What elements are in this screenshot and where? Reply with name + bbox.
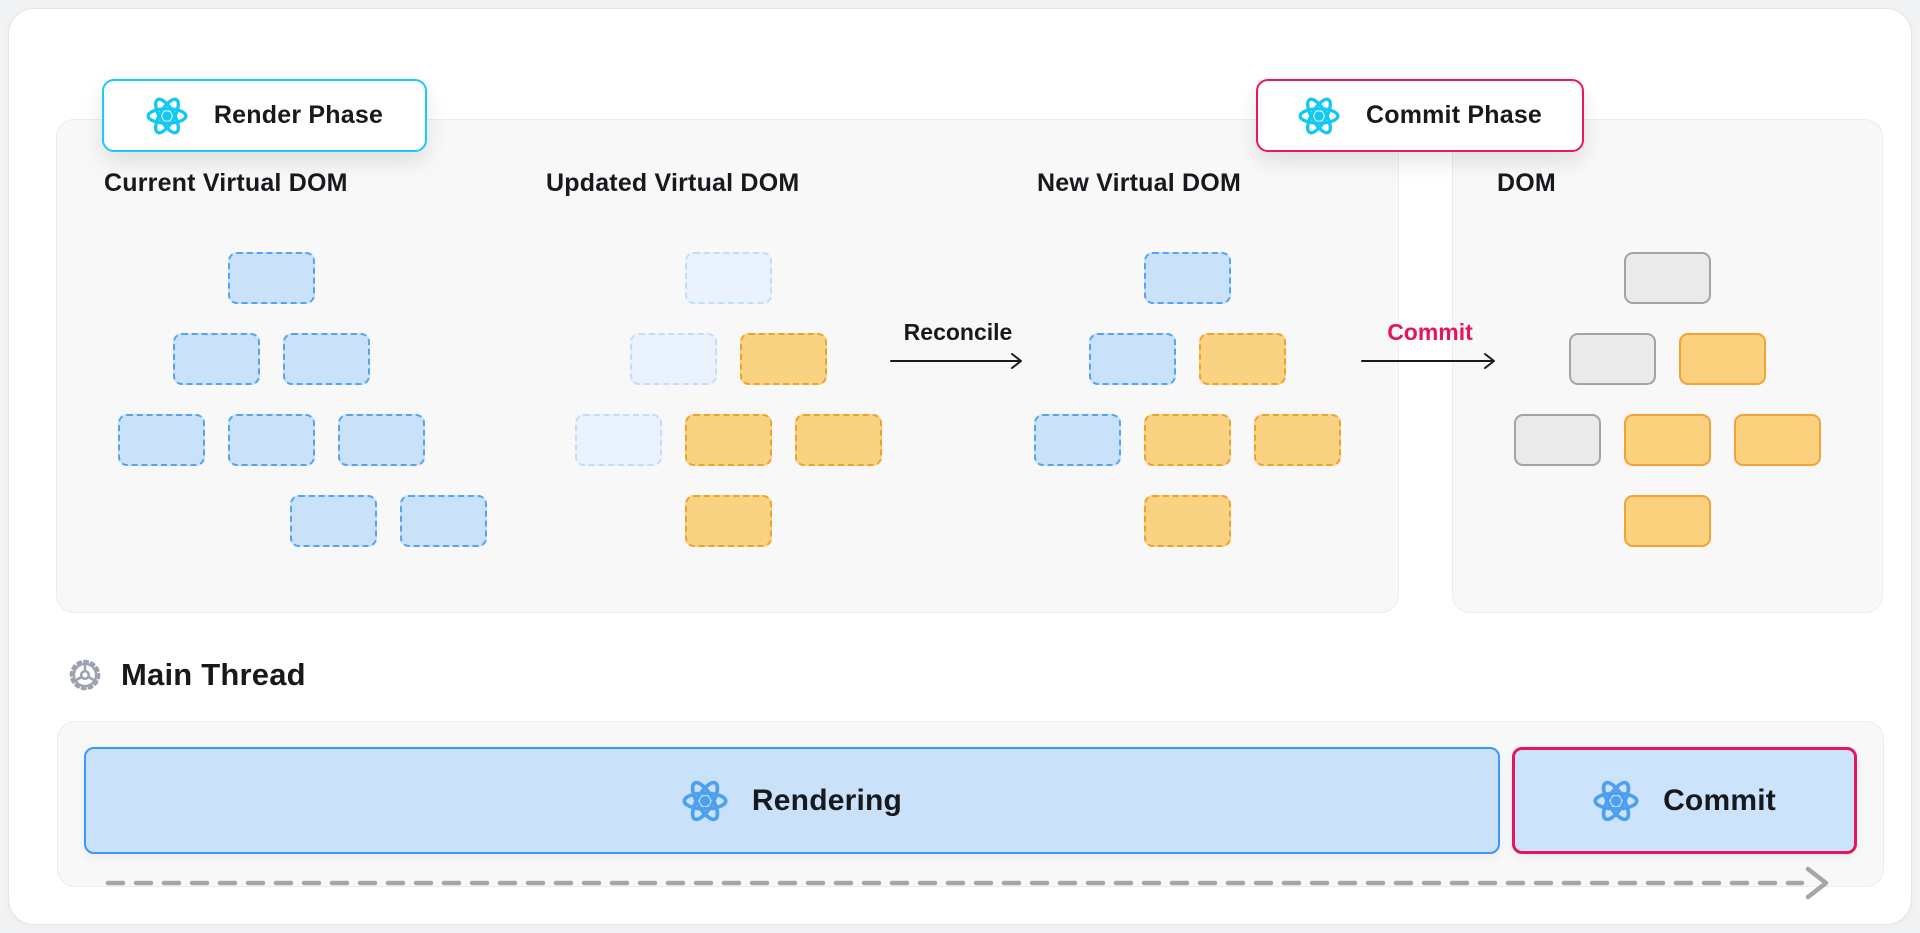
tree-node-blue <box>117 414 205 466</box>
diagram-card: Render Phase Commit Phase Current Virtua… <box>8 8 1912 925</box>
rendering-timeline-block: Rendering <box>84 747 1500 854</box>
commit-phase-badge: Commit Phase <box>1256 79 1584 152</box>
tree-node-blue <box>289 495 377 547</box>
tree-row <box>289 495 487 547</box>
reconcile-label: Reconcile <box>903 319 1013 345</box>
tree-node-blue <box>1033 414 1121 466</box>
right-arrow-icon <box>1361 353 1495 369</box>
tree-node-orange <box>1143 495 1231 547</box>
tree-row <box>629 333 827 385</box>
current-vdom-title: Current Virtual DOM <box>104 169 348 197</box>
dom-tree <box>1447 252 1887 547</box>
tree-node-blue <box>399 495 487 547</box>
time-axis-dashed-arrow <box>105 866 1829 900</box>
tree-node-faded <box>684 252 772 304</box>
commit-block-label: Commit <box>1663 783 1776 817</box>
tree-row <box>1033 414 1341 466</box>
tree-node-blue <box>227 252 315 304</box>
tree-node-gray-solid <box>1623 252 1711 304</box>
current-vdom-tree <box>51 252 491 547</box>
tree-node-orange <box>1253 414 1341 466</box>
right-arrow-icon <box>890 353 1022 369</box>
commit-arrow-label: Commit <box>1387 319 1473 345</box>
dom-title: DOM <box>1497 169 1556 197</box>
tree-node-gray-solid <box>1513 414 1601 466</box>
tree-node-orange <box>1143 414 1231 466</box>
new-vdom-tree <box>967 252 1407 547</box>
tree-row <box>1623 252 1711 304</box>
tree-node-faded <box>629 333 717 385</box>
commit-phase-label: Commit Phase <box>1365 101 1543 129</box>
main-thread-label: Main Thread <box>121 657 306 692</box>
rendering-block-label: Rendering <box>751 783 903 817</box>
tree-node-orange-solid <box>1623 414 1711 466</box>
tree-node-blue <box>337 414 425 466</box>
react-icon <box>146 97 188 134</box>
tree-row <box>684 495 772 547</box>
react-icon <box>1298 97 1340 134</box>
tree-node-blue <box>172 333 260 385</box>
tree-row <box>574 414 882 466</box>
react-icon <box>682 780 728 821</box>
tree-node-orange-solid <box>1678 333 1766 385</box>
tree-node-blue <box>1088 333 1176 385</box>
tree-row <box>1143 495 1231 547</box>
commit-timeline-block: Commit <box>1512 747 1857 854</box>
tree-node-orange <box>684 414 772 466</box>
tree-row <box>227 252 315 304</box>
tree-node-blue <box>282 333 370 385</box>
react-icon <box>1593 780 1639 821</box>
tree-node-gray-solid <box>1568 333 1656 385</box>
updated-vdom-tree <box>508 252 948 547</box>
tree-row <box>1513 414 1821 466</box>
tree-row <box>1088 333 1286 385</box>
tree-node-orange <box>1198 333 1286 385</box>
gear-icon <box>69 659 101 691</box>
tree-node-orange <box>684 495 772 547</box>
updated-vdom-title: Updated Virtual DOM <box>546 169 800 197</box>
tree-node-orange <box>739 333 827 385</box>
tree-row <box>1143 252 1231 304</box>
tree-node-orange-solid <box>1623 495 1711 547</box>
tree-node-blue <box>227 414 315 466</box>
tree-node-orange <box>794 414 882 466</box>
render-phase-label: Render Phase <box>213 101 384 129</box>
tree-row <box>172 333 370 385</box>
main-thread-heading: Main Thread <box>67 657 306 693</box>
tree-row <box>117 414 425 466</box>
tree-row <box>684 252 772 304</box>
tree-node-blue <box>1143 252 1231 304</box>
tree-node-faded <box>574 414 662 466</box>
reconcile-arrow-group: Reconcile <box>883 319 1033 375</box>
tree-row <box>1568 333 1766 385</box>
tree-row <box>1623 495 1711 547</box>
new-vdom-title: New Virtual DOM <box>1037 169 1241 197</box>
render-phase-badge: Render Phase <box>102 79 427 152</box>
commit-arrow-group: Commit <box>1355 319 1505 375</box>
tree-node-orange-solid <box>1733 414 1821 466</box>
